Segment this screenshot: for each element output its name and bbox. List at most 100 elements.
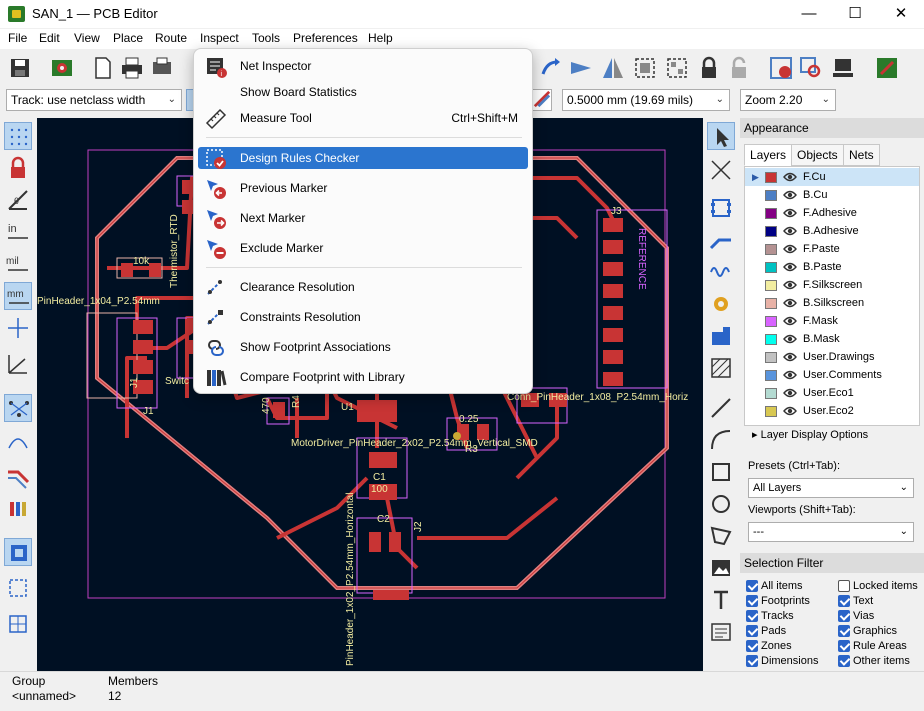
- close-button[interactable]: ✕: [894, 5, 908, 22]
- tab-objects[interactable]: Objects: [791, 144, 844, 166]
- layer-row[interactable]: User.Comments: [745, 366, 919, 384]
- checkbox-unchecked-icon[interactable]: [838, 580, 850, 592]
- add-zone-icon[interactable]: [707, 322, 735, 350]
- menu-item-board-statistics[interactable]: Show Board Statistics: [198, 81, 528, 103]
- menu-item-compare-footprint-library[interactable]: Compare Footprint with Library: [198, 366, 528, 388]
- board-setup-icon[interactable]: [48, 54, 76, 82]
- visibility-eye-icon[interactable]: [783, 171, 797, 183]
- unlock-icon[interactable]: [725, 54, 753, 82]
- checkbox-checked-icon[interactable]: [746, 640, 758, 652]
- select-arrow-icon[interactable]: [707, 122, 735, 150]
- layer-row[interactable]: B.Adhesive: [745, 222, 919, 240]
- menu-item-next-marker[interactable]: Next Marker: [198, 207, 528, 229]
- menu-item-design-rules-checker[interactable]: Design Rules Checker: [198, 147, 528, 169]
- layer-pair-select[interactable]: [532, 89, 552, 111]
- print-icon[interactable]: [118, 54, 146, 82]
- polar-coordinates-icon[interactable]: θ: [4, 186, 32, 214]
- visibility-eye-icon[interactable]: [783, 279, 797, 291]
- menu-item-footprint-associations[interactable]: Show Footprint Associations: [198, 336, 528, 358]
- menu-item-measure-tool[interactable]: Measure Tool Ctrl+Shift+M: [198, 107, 528, 130]
- layer-color-swatch[interactable]: [765, 370, 777, 381]
- layer-row[interactable]: F.Mask: [745, 312, 919, 330]
- layer-row[interactable]: B.Paste: [745, 258, 919, 276]
- draw-polygon-icon[interactable]: [707, 522, 735, 550]
- zone-outline-icon[interactable]: [4, 574, 32, 602]
- layer-color-swatch[interactable]: [765, 226, 777, 237]
- tab-nets[interactable]: Nets: [843, 144, 880, 166]
- curved-ratsnest-icon[interactable]: [4, 426, 32, 454]
- menu-file[interactable]: File: [8, 31, 28, 45]
- layer-color-swatch[interactable]: [765, 406, 777, 417]
- visibility-eye-icon[interactable]: [783, 333, 797, 345]
- visibility-eye-icon[interactable]: [783, 387, 797, 399]
- units-mm-icon[interactable]: mm: [4, 282, 32, 310]
- lock-icon[interactable]: [695, 54, 723, 82]
- visibility-eye-icon[interactable]: [783, 369, 797, 381]
- checkbox-checked-icon[interactable]: [746, 610, 758, 622]
- layer-color-swatch[interactable]: [765, 352, 777, 363]
- grid-overrides-icon[interactable]: [4, 154, 32, 182]
- cursor-crosshair-icon[interactable]: [4, 314, 32, 342]
- minimize-button[interactable]: —: [801, 5, 817, 22]
- menu-inspect[interactable]: Inspect: [200, 31, 239, 45]
- visibility-eye-icon[interactable]: [783, 189, 797, 201]
- layer-row[interactable]: B.Silkscreen: [745, 294, 919, 312]
- layer-row[interactable]: User.Eco1: [745, 384, 919, 402]
- checkbox-checked-icon[interactable]: [838, 655, 850, 667]
- visibility-eye-icon[interactable]: [783, 315, 797, 327]
- layer-row[interactable]: F.Paste: [745, 240, 919, 258]
- flip-icon[interactable]: [567, 54, 595, 82]
- layer-row[interactable]: User.Drawings: [745, 348, 919, 366]
- footprint-editor-icon[interactable]: [829, 54, 857, 82]
- add-footprint-icon[interactable]: [707, 194, 735, 222]
- maximize-button[interactable]: ☐: [848, 5, 862, 22]
- layer-row[interactable]: ▶F.Cu: [745, 168, 919, 186]
- checkbox-checked-icon[interactable]: [838, 625, 850, 637]
- rule-area-icon[interactable]: [707, 354, 735, 382]
- drc-toolbar-icon[interactable]: [767, 54, 795, 82]
- layer-color-swatch[interactable]: [765, 280, 777, 291]
- route-track-icon[interactable]: [707, 226, 735, 254]
- grid-toggle-icon[interactable]: [4, 122, 32, 150]
- local-ratsnest-icon[interactable]: [707, 156, 735, 184]
- checkbox-checked-icon[interactable]: [746, 625, 758, 637]
- draw-line-icon[interactable]: [707, 394, 735, 422]
- scripting-icon[interactable]: [873, 54, 901, 82]
- menu-item-constraints-resolution[interactable]: Constraints Resolution: [198, 306, 528, 328]
- layer-color-swatch[interactable]: [765, 172, 777, 183]
- presets-select[interactable]: All Layers ⌄: [748, 478, 914, 498]
- route-diff-pair-icon[interactable]: [707, 258, 735, 286]
- menu-help[interactable]: Help: [368, 31, 393, 45]
- layer-row[interactable]: B.Cu: [745, 186, 919, 204]
- group-icon[interactable]: [631, 54, 659, 82]
- layer-color-swatch[interactable]: [765, 388, 777, 399]
- zone-fill-icon[interactable]: [4, 610, 32, 638]
- tab-layers[interactable]: Layers: [744, 144, 793, 166]
- draw-rectangle-icon[interactable]: [707, 458, 735, 486]
- checkbox-checked-icon[interactable]: [746, 595, 758, 607]
- checkbox-checked-icon[interactable]: [746, 580, 758, 592]
- layer-row[interactable]: B.Mask: [745, 330, 919, 348]
- menu-tools[interactable]: Tools: [252, 31, 281, 45]
- add-textbox-icon[interactable]: [707, 618, 735, 646]
- layer-color-swatch[interactable]: [765, 298, 777, 309]
- menu-item-net-inspector[interactable]: i Net Inspector: [198, 55, 528, 78]
- checkbox-checked-icon[interactable]: [746, 655, 758, 667]
- layer-row[interactable]: F.Silkscreen: [745, 276, 919, 294]
- checkbox-checked-icon[interactable]: [838, 640, 850, 652]
- checkbox-checked-icon[interactable]: [838, 595, 850, 607]
- layer-color-swatch[interactable]: [765, 316, 777, 327]
- layer-color-swatch[interactable]: [765, 244, 777, 255]
- visibility-eye-icon[interactable]: [783, 261, 797, 273]
- units-mils-icon[interactable]: mil: [4, 250, 32, 278]
- layer-row[interactable]: F.Adhesive: [745, 204, 919, 222]
- checkbox-checked-icon[interactable]: [838, 610, 850, 622]
- plot-icon[interactable]: [148, 54, 176, 82]
- show-ratsnest-icon[interactable]: [4, 394, 32, 422]
- mirror-icon[interactable]: [599, 54, 627, 82]
- ungroup-icon[interactable]: [663, 54, 691, 82]
- save-icon[interactable]: [6, 54, 34, 82]
- menu-item-exclude-marker[interactable]: Exclude Marker: [198, 237, 528, 259]
- update-pcb-icon[interactable]: [537, 54, 565, 82]
- viewports-select[interactable]: --- ⌄: [748, 522, 914, 542]
